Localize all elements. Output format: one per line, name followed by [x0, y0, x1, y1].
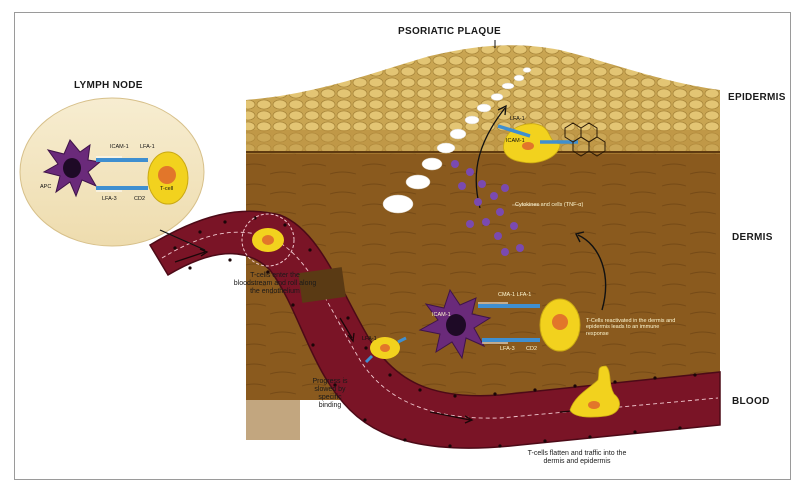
tcells-flatten-caption: T-cells flatten and traffic into the der… [520, 450, 634, 466]
progress-caption: Progress is slowed by specific binding [308, 378, 352, 410]
lfa1-vessel-label: LFA-1 [362, 336, 377, 342]
epidermis-label: EPIDERMIS [728, 92, 786, 104]
icam1-node-label: ICAM-1 [110, 144, 129, 150]
dermis-label: DERMIS [732, 232, 773, 244]
blood-label: BLOOD [732, 396, 770, 408]
icam1-epi-label: ICAM-1 [506, 138, 525, 144]
lfa1-epi-label: LFA-1 [510, 116, 525, 122]
cd2-node-label: CD2 [134, 196, 145, 202]
plaque-label: PSORIATIC PLAQUE [398, 26, 501, 38]
cma-lfa1-label: CMA-1 LFA-1 [498, 292, 531, 298]
lfa3-dermis-label: LFA-3 [500, 346, 515, 352]
tcells-dermis-caption: T-Cells reactivated in the dermis and ep… [586, 318, 676, 337]
cytokines-label: Cytokines and cells (TNF-α) [515, 202, 583, 208]
cd2-dermis-label: CD2 [526, 346, 537, 352]
lymph-node-label: LYMPH NODE [74, 80, 143, 92]
tcells-enter-caption: T-cells enter the bloodstream and roll a… [232, 272, 318, 296]
icam1-dermis-label: ICAM-1 [432, 312, 451, 318]
tcell-label: T-cell [160, 186, 173, 192]
apc-label: APC [40, 184, 51, 190]
lfa1-node-label: LFA-1 [140, 144, 155, 150]
lfa3-node-label: LFA-3 [102, 196, 117, 202]
